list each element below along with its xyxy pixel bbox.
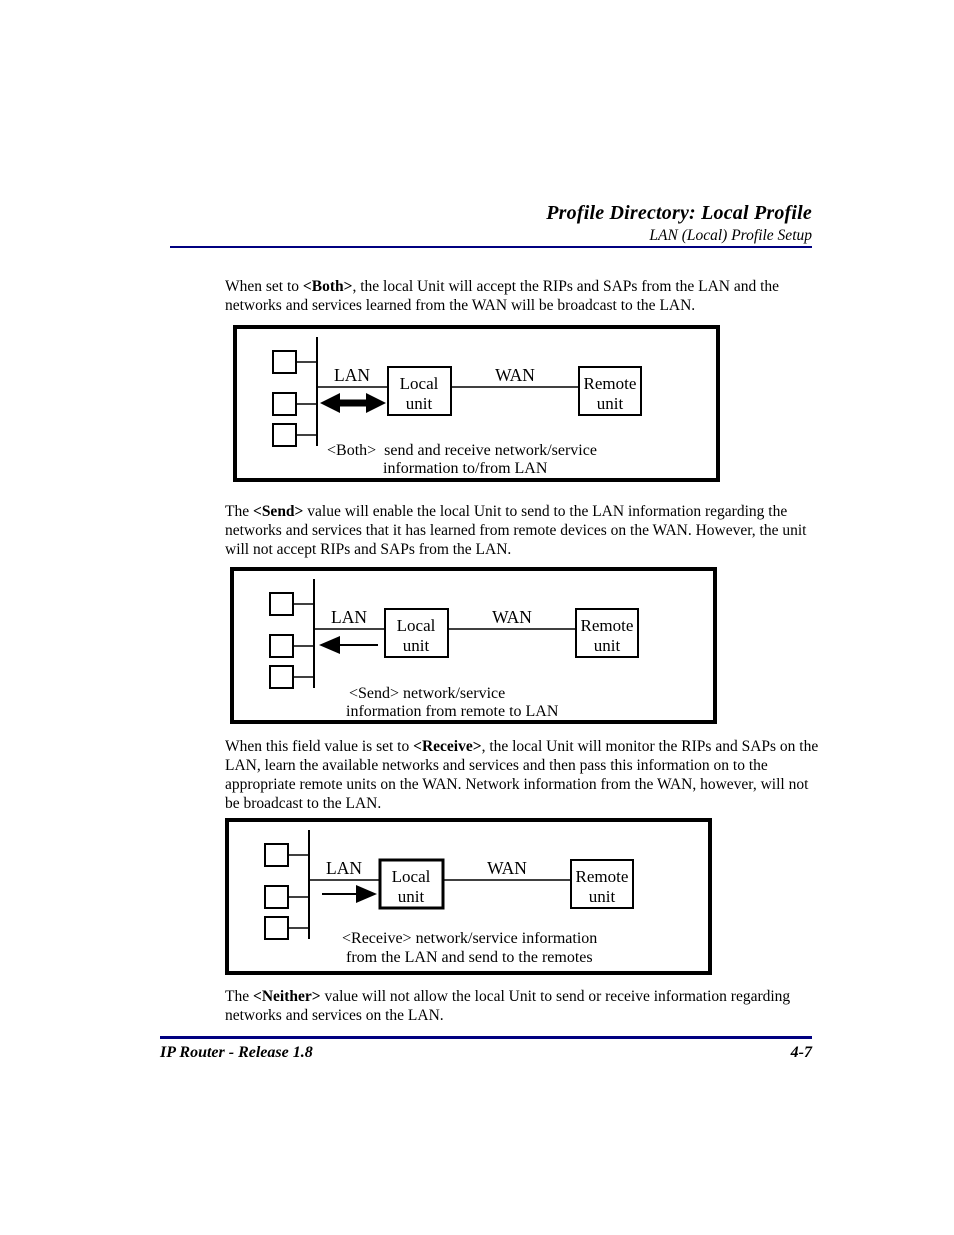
workstation-square — [269, 592, 294, 616]
text-after: value will enable the local Unit to send… — [225, 503, 807, 558]
wan-label: WAN — [492, 607, 532, 627]
keyword-neither: <Neither> — [252, 988, 321, 1005]
local-unit-label: unit — [403, 636, 430, 655]
footer-release-label: IP Router - Release 1.8 — [160, 1044, 313, 1061]
local-unit-label: Local — [400, 374, 439, 393]
keyword-receive: <Receive> — [413, 738, 482, 755]
text-after: , the local Unit will accept the RIPs an… — [225, 278, 780, 314]
remote-unit-label: Remote — [584, 374, 637, 393]
remote-unit-label: Remote — [581, 616, 634, 635]
diagram-border — [230, 567, 717, 724]
diagram-both-figure: LAN Local unit WAN Remote unit — [233, 325, 720, 482]
lan-label: LAN — [331, 607, 367, 627]
text-after: value will not allow the local Unit to s… — [225, 988, 791, 1024]
workstation-square — [264, 843, 289, 867]
footer-page-number: 4-7 — [790, 1044, 812, 1061]
text-before: When set to — [225, 278, 303, 295]
keyword-send: <Send> — [252, 503, 304, 520]
lan-label: LAN — [326, 858, 362, 878]
remote-unit-box — [578, 366, 642, 416]
caption-line-1: <Send> network/service — [349, 685, 506, 702]
paragraph-neither: The <Neither> value will not allow the l… — [225, 987, 819, 1025]
diagram-receive-figure: LAN Local unit WAN Remote unit — [225, 818, 712, 975]
diagram-border — [233, 325, 720, 482]
paragraph-both: When set to <Both>, the local Unit will … — [225, 277, 819, 315]
local-unit-label: unit — [406, 394, 433, 413]
diagram-send-figure: LAN Local unit WAN Remote unit — [230, 567, 717, 724]
diagram-receive: LAN Local unit WAN Remote unit <Receive>… — [225, 818, 712, 975]
page-title: Profile Directory: Local Profile — [546, 202, 812, 224]
caption-line-2: information from remote to LAN — [346, 703, 559, 720]
local-unit-label: unit — [398, 887, 425, 906]
workstation-square — [272, 392, 297, 416]
keyword-both: <Both> — [302, 278, 353, 295]
caption-line-1: <Both> send and receive network/service — [327, 442, 597, 459]
footer: IP Router - Release 1.8 4-7 — [160, 1044, 812, 1062]
text-before: The — [225, 988, 253, 1005]
local-unit-box — [384, 608, 449, 658]
remote-unit-label: unit — [597, 394, 624, 413]
caption-line-2: from the LAN and send to the remotes — [346, 949, 593, 966]
page-subtitle: LAN (Local) Profile Setup — [649, 227, 812, 244]
local-unit-label: Local — [392, 867, 431, 886]
text-before: The — [225, 503, 253, 520]
header-rule — [170, 246, 812, 248]
workstation-square — [272, 350, 297, 374]
local-unit-label: Local — [397, 616, 436, 635]
workstation-square — [272, 423, 297, 447]
arrow-right-head — [356, 885, 377, 903]
diagram-both: LAN Local unit WAN Remote unit <Both> se… — [233, 325, 720, 482]
remote-unit-box — [570, 859, 634, 909]
caption-line-1: <Receive> network/service information — [342, 930, 598, 947]
workstation-square — [264, 885, 289, 909]
diagram-border — [225, 818, 712, 975]
workstation-square — [269, 634, 294, 658]
remote-unit-label: unit — [594, 636, 621, 655]
remote-unit-label: Remote — [576, 867, 629, 886]
remote-unit-box — [575, 608, 639, 658]
local-unit-box — [378, 858, 445, 910]
workstation-square — [264, 916, 289, 940]
wan-label: WAN — [487, 858, 527, 878]
paragraph-send: The <Send> value will enable the local U… — [225, 502, 819, 559]
caption-line-2: information to/from LAN — [383, 460, 548, 477]
text-before: When this field value is set to — [225, 738, 414, 755]
remote-unit-label: unit — [589, 887, 616, 906]
footer-rule — [160, 1036, 812, 1039]
paragraph-receive: When this field value is set to <Receive… — [225, 737, 819, 813]
lan-label: LAN — [334, 365, 370, 385]
arrow-left-head — [319, 636, 340, 654]
wan-label: WAN — [495, 365, 535, 385]
diagram-send: LAN Local unit WAN Remote unit <Send> ne… — [230, 567, 717, 724]
local-unit-box — [387, 366, 452, 416]
arrow-right-head — [366, 393, 386, 413]
workstation-square — [269, 665, 294, 689]
text-after: , the local Unit will monitor the RIPs a… — [225, 738, 819, 812]
arrow-left-head — [320, 393, 340, 413]
